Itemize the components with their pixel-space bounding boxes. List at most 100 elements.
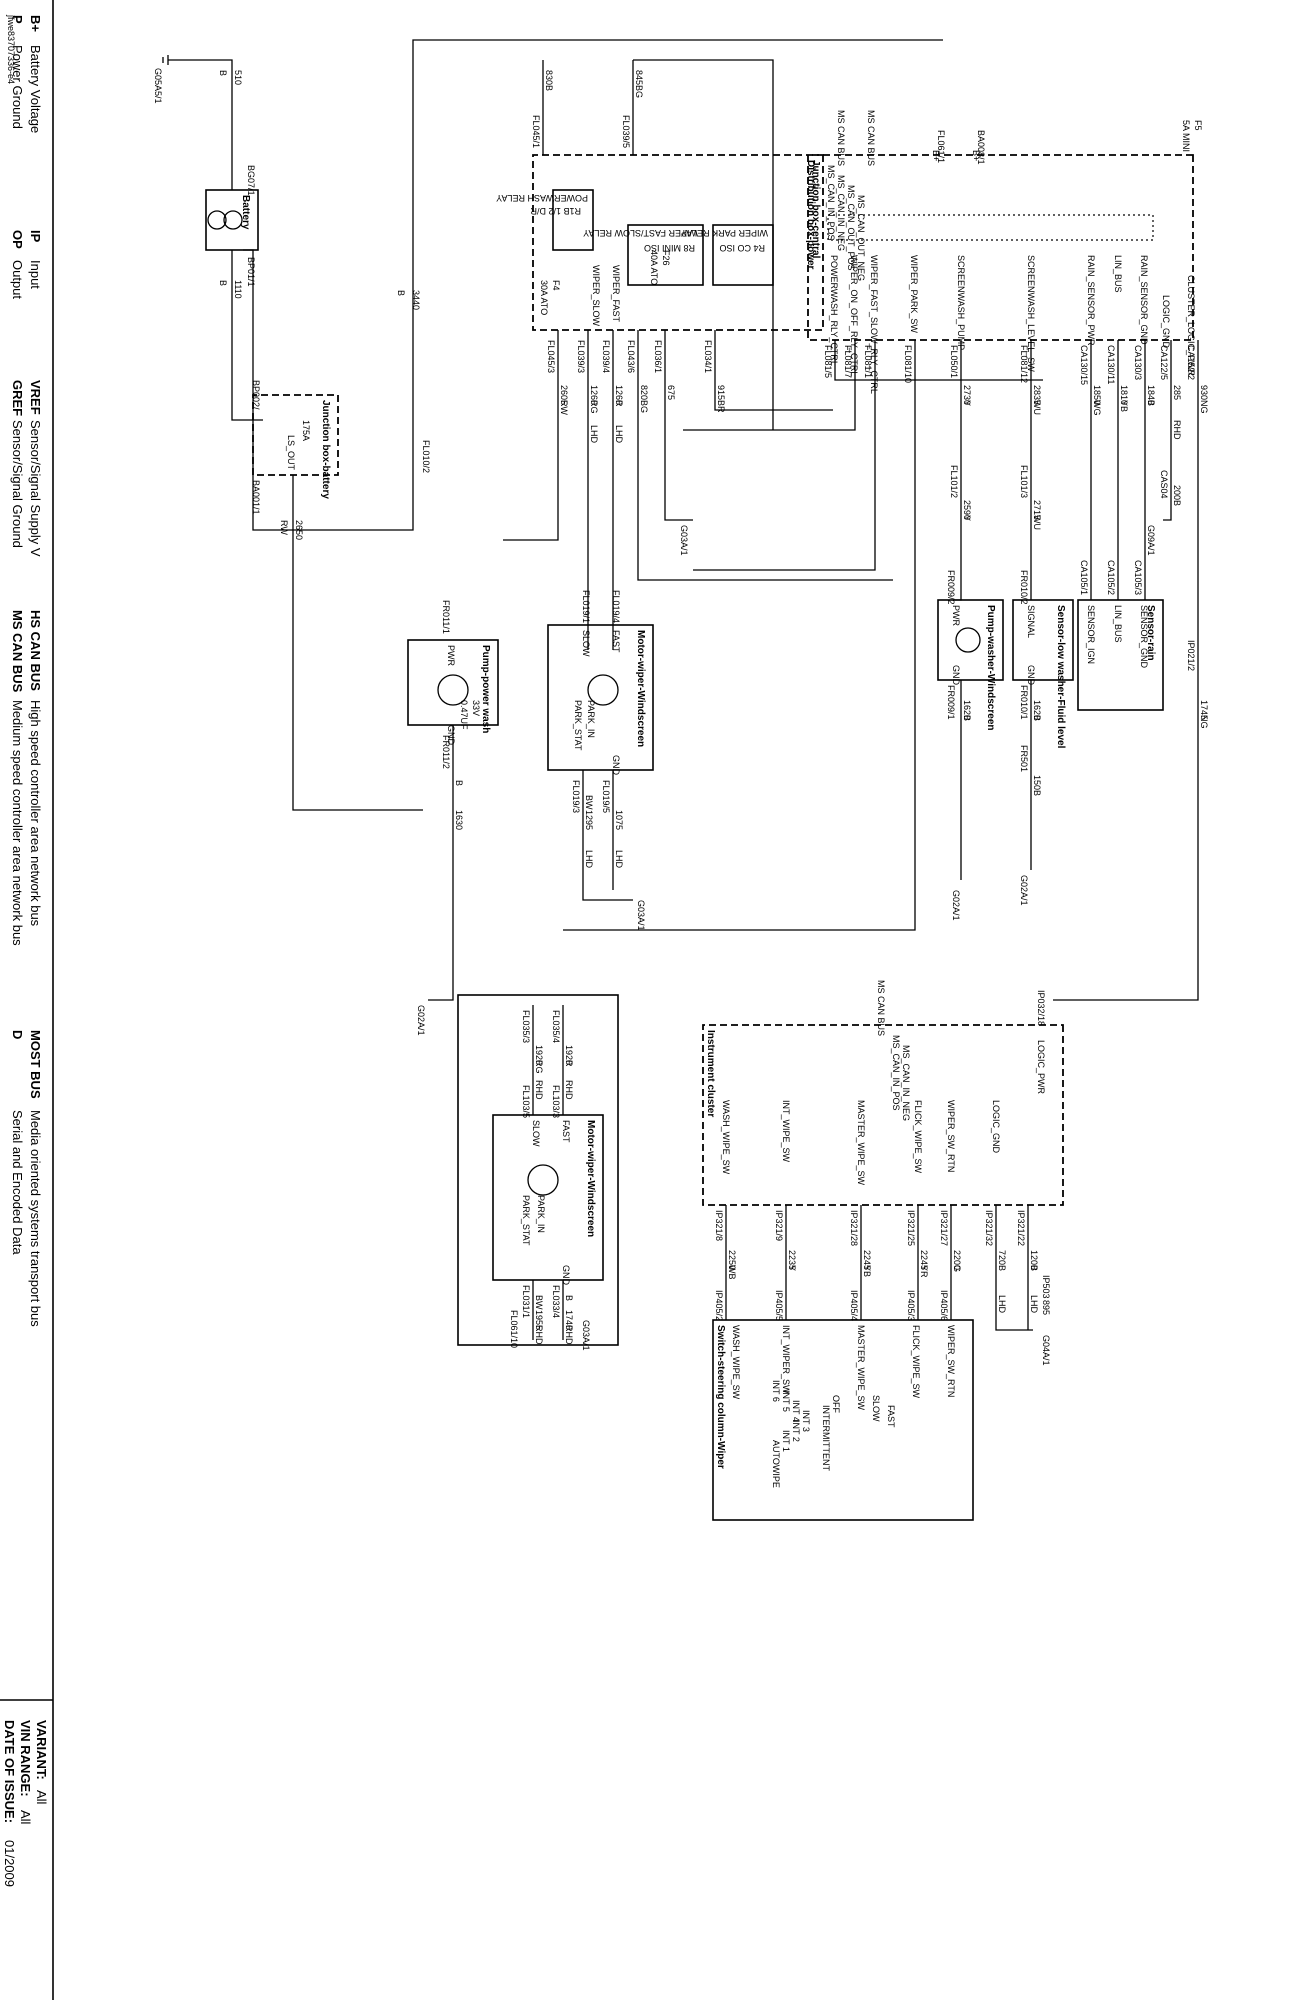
gnd-2: GND	[611, 755, 621, 776]
signal-1: SIGNAL	[1026, 605, 1036, 638]
legend-desc-9: Serial and Encoded Data	[10, 1110, 25, 1255]
conn-ca1051: CA105/1	[1079, 560, 1089, 595]
conn-fr0092: FR009/2	[946, 570, 956, 605]
conn-ca1052: CA105/2	[1106, 560, 1116, 595]
conn-ip32128: IP321/28	[849, 1210, 859, 1246]
color-rw1: RW	[559, 400, 569, 415]
wire-1840-label: 1840	[1146, 385, 1156, 405]
park-in-1: PARK_IN	[586, 700, 596, 738]
conn-fl1012: FL101/2	[949, 465, 959, 498]
conn-ip4055: IP405/5	[774, 1290, 784, 1321]
jb-central-inner	[827, 214, 1154, 241]
gnd-4: GND	[1026, 665, 1036, 686]
color-b4: B	[544, 85, 554, 91]
instrument-cluster-box	[702, 1024, 1064, 1206]
legend-desc-5: Sensor/Signal Ground	[10, 420, 25, 548]
sensor-lin: LIN_BUS	[1113, 605, 1123, 643]
conn-battery-left: BG07/1	[246, 165, 256, 196]
ms-can-in-pos: MS_CAN_IN_POS	[826, 165, 836, 241]
wire-jb-powerwash	[834, 340, 1043, 381]
legend-desc-3: Output	[10, 260, 25, 299]
color-rg: RG	[589, 400, 599, 414]
conn-fl0353: FL035/3	[521, 1010, 531, 1043]
jb-bat-fuse: 175A	[301, 420, 311, 441]
color-b6: B	[962, 715, 972, 721]
color-b3: B	[396, 290, 406, 296]
color-r2: R	[564, 1060, 574, 1067]
conn-fl0354: FL035/4	[551, 1010, 561, 1043]
sw-intermittent: INTERMITTENT	[821, 1405, 831, 1471]
conn-fr0101: FR010/1	[1019, 685, 1029, 720]
park-stat-1: PARK_STAT	[573, 700, 583, 751]
color-g: G	[952, 1265, 962, 1272]
conn-ip03218: IP032/18	[1036, 990, 1046, 1026]
sw-int1: INT 1	[781, 1430, 791, 1452]
conn-fl0194: FL019/4	[611, 590, 621, 623]
color-y3: Y	[787, 1265, 797, 1271]
powerwash-relay	[552, 189, 594, 251]
wire-2245b-label: 2245	[919, 1250, 929, 1270]
conn-fr0102: FR010/2	[1019, 570, 1029, 605]
motor-wiper-box	[547, 624, 654, 771]
color-y1: Y	[962, 400, 972, 406]
sw-fast: FAST	[886, 1405, 896, 1428]
wire-830-label: 830	[544, 70, 554, 85]
legend-abbr-3: OP	[10, 230, 25, 249]
switch-title: Switch-steering column-Wiper	[715, 1325, 726, 1469]
slow-2: SLOW	[531, 1120, 541, 1147]
pin-rain-gnd: RAIN_SENSOR_GND	[1139, 255, 1149, 345]
color-b9: B	[1146, 400, 1156, 406]
instrument-cluster-title: Instrument cluster	[705, 1030, 716, 1117]
sw-int6: INT 6	[771, 1380, 781, 1402]
wire-1920b-label: 1920	[564, 1045, 574, 1065]
b-plus-2: B+	[971, 150, 981, 161]
ground-g03a3: G03A/1	[581, 1320, 591, 1351]
conn-fl0191: FL019/1	[581, 590, 591, 623]
rhd-3: RHD	[564, 1080, 574, 1100]
pump-washer-box	[937, 599, 1004, 681]
sensor-washer-title: Sensor-low washer-Fluid level	[1055, 605, 1066, 749]
variant-label: VARIANT:	[34, 1720, 49, 1780]
wire-2605-label: 2605	[559, 385, 569, 405]
conn-fl0817: FL081/7	[843, 345, 853, 378]
db-power-title: Distribution box-power	[805, 160, 816, 270]
switch-box	[712, 1319, 974, 1521]
legend-abbr-6: HS CAN BUS	[28, 610, 43, 691]
conn-fl0195: FL019/5	[601, 780, 611, 813]
wire-845-label: 845	[634, 70, 644, 85]
sensor-rain-box	[1077, 599, 1164, 711]
pin-wiper-park: WIPER_PARK_SW	[909, 255, 919, 333]
ic-logic-gnd: LOGIC_GND	[991, 1100, 1001, 1154]
ms-can-out-pos: MS_CAN_OUT_POS	[846, 185, 856, 271]
color-ng1: NG	[1199, 400, 1209, 414]
wire-1620b-label: 1620	[1032, 700, 1042, 720]
wire-720-label: 720	[997, 1250, 1007, 1265]
ground-g03a2: G03A/1	[636, 900, 646, 931]
sensor-rain-title: Sensor-rain	[1145, 605, 1156, 661]
ground-g05a: G05A5/1	[153, 68, 163, 104]
date-label: DATE OF ISSUE:	[2, 1720, 17, 1823]
ground-icon	[162, 55, 169, 65]
wire-2235-label: 2235	[787, 1250, 797, 1270]
fuse-f26v: 40A ATO	[649, 250, 659, 285]
wire-1850-label: 1850	[1092, 385, 1102, 405]
lhd-4: LHD	[614, 850, 624, 869]
ms-can-3: MS CAN BUS	[876, 980, 886, 1036]
sw-int2: INT 2	[791, 1420, 801, 1442]
pin-lin-bus: LIN_BUS	[1113, 255, 1123, 293]
color-yb2: YB	[862, 1265, 872, 1277]
ic-logic-pwr: LOGIC_PWR	[1036, 1040, 1046, 1095]
conn-ip4052: IP405/2	[714, 1290, 724, 1321]
wire-675	[664, 330, 693, 521]
conn-fl0451: FL045/1	[531, 115, 541, 148]
jb-bat-in: BP002/	[251, 380, 261, 410]
jb-central-title: Junction box-central	[810, 160, 821, 259]
conn-ip3218: IP321/8	[714, 1210, 724, 1241]
sw-master-wipe: MASTER_WIPE_SW	[856, 1325, 866, 1411]
sw-int3: INT 3	[801, 1410, 811, 1432]
wire-1920a-label: 1920	[534, 1045, 544, 1065]
rhd-group-box	[457, 994, 619, 1346]
ic-flick-wipe: FLICK_WIPE_SW	[913, 1100, 923, 1174]
